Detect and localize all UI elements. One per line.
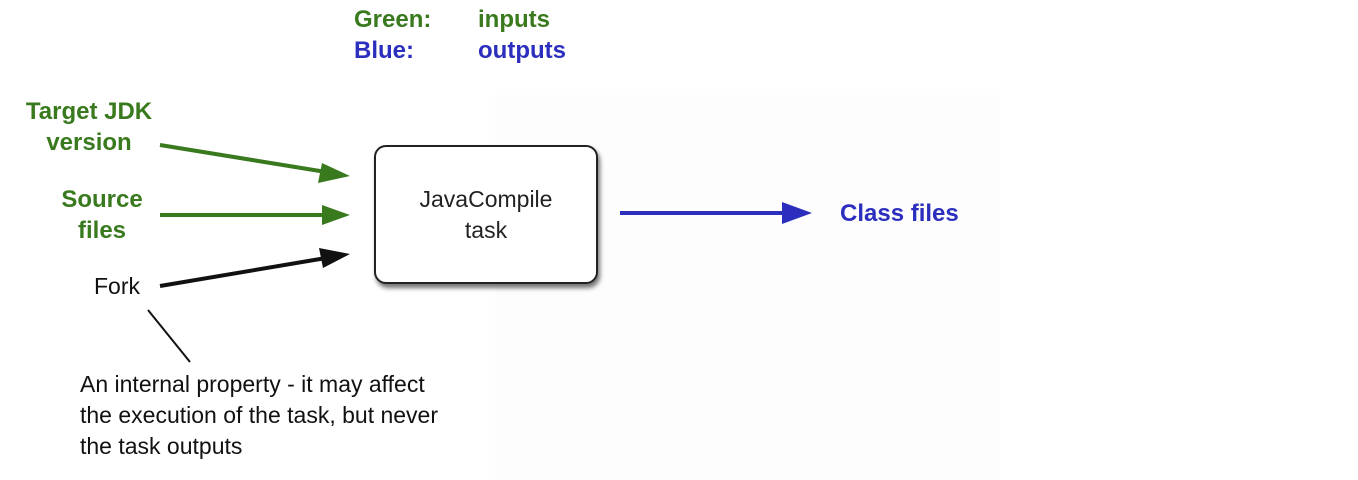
legend-green-key: Green:: [354, 6, 432, 33]
fork-arrowhead: [319, 248, 350, 268]
target-jdk-label-line-1: Target JDK: [25, 98, 153, 125]
task-label-line-2: task: [464, 216, 508, 243]
fork-label: Fork: [94, 273, 140, 299]
legend-blue-key: Blue:: [354, 37, 414, 64]
class-files-label: Class files: [840, 200, 959, 227]
internal-property-note: An internal property - it may affect the…: [80, 369, 520, 462]
target-jdk-arrowhead: [318, 163, 350, 183]
source-files-label-line-2: files: [77, 217, 127, 244]
legend-green-value: inputs: [478, 6, 550, 33]
note-line-3: the task outputs: [80, 433, 243, 459]
note-line-2: the execution of the task, but never: [80, 402, 439, 428]
task-label: JavaCompile task: [420, 184, 553, 246]
legend-blue-value: outputs: [478, 37, 566, 64]
target-jdk-label: Target JDK version: [18, 96, 160, 158]
target-jdk-label-line-2: version: [46, 129, 132, 156]
source-files-label-line-1: Source: [61, 186, 143, 213]
source-files-label: Source files: [30, 184, 174, 246]
task-label-line-1: JavaCompile: [419, 185, 553, 212]
note-line-1: An internal property - it may affect: [80, 371, 425, 397]
note-leader-line: [147, 309, 191, 363]
fork-arrow-line: [159, 256, 327, 288]
target-jdk-arrow-line: [159, 143, 327, 174]
javacompile-task-box: JavaCompile task: [374, 145, 598, 284]
source-files-arrowhead: [322, 205, 350, 225]
output-arrowhead: [782, 202, 812, 224]
